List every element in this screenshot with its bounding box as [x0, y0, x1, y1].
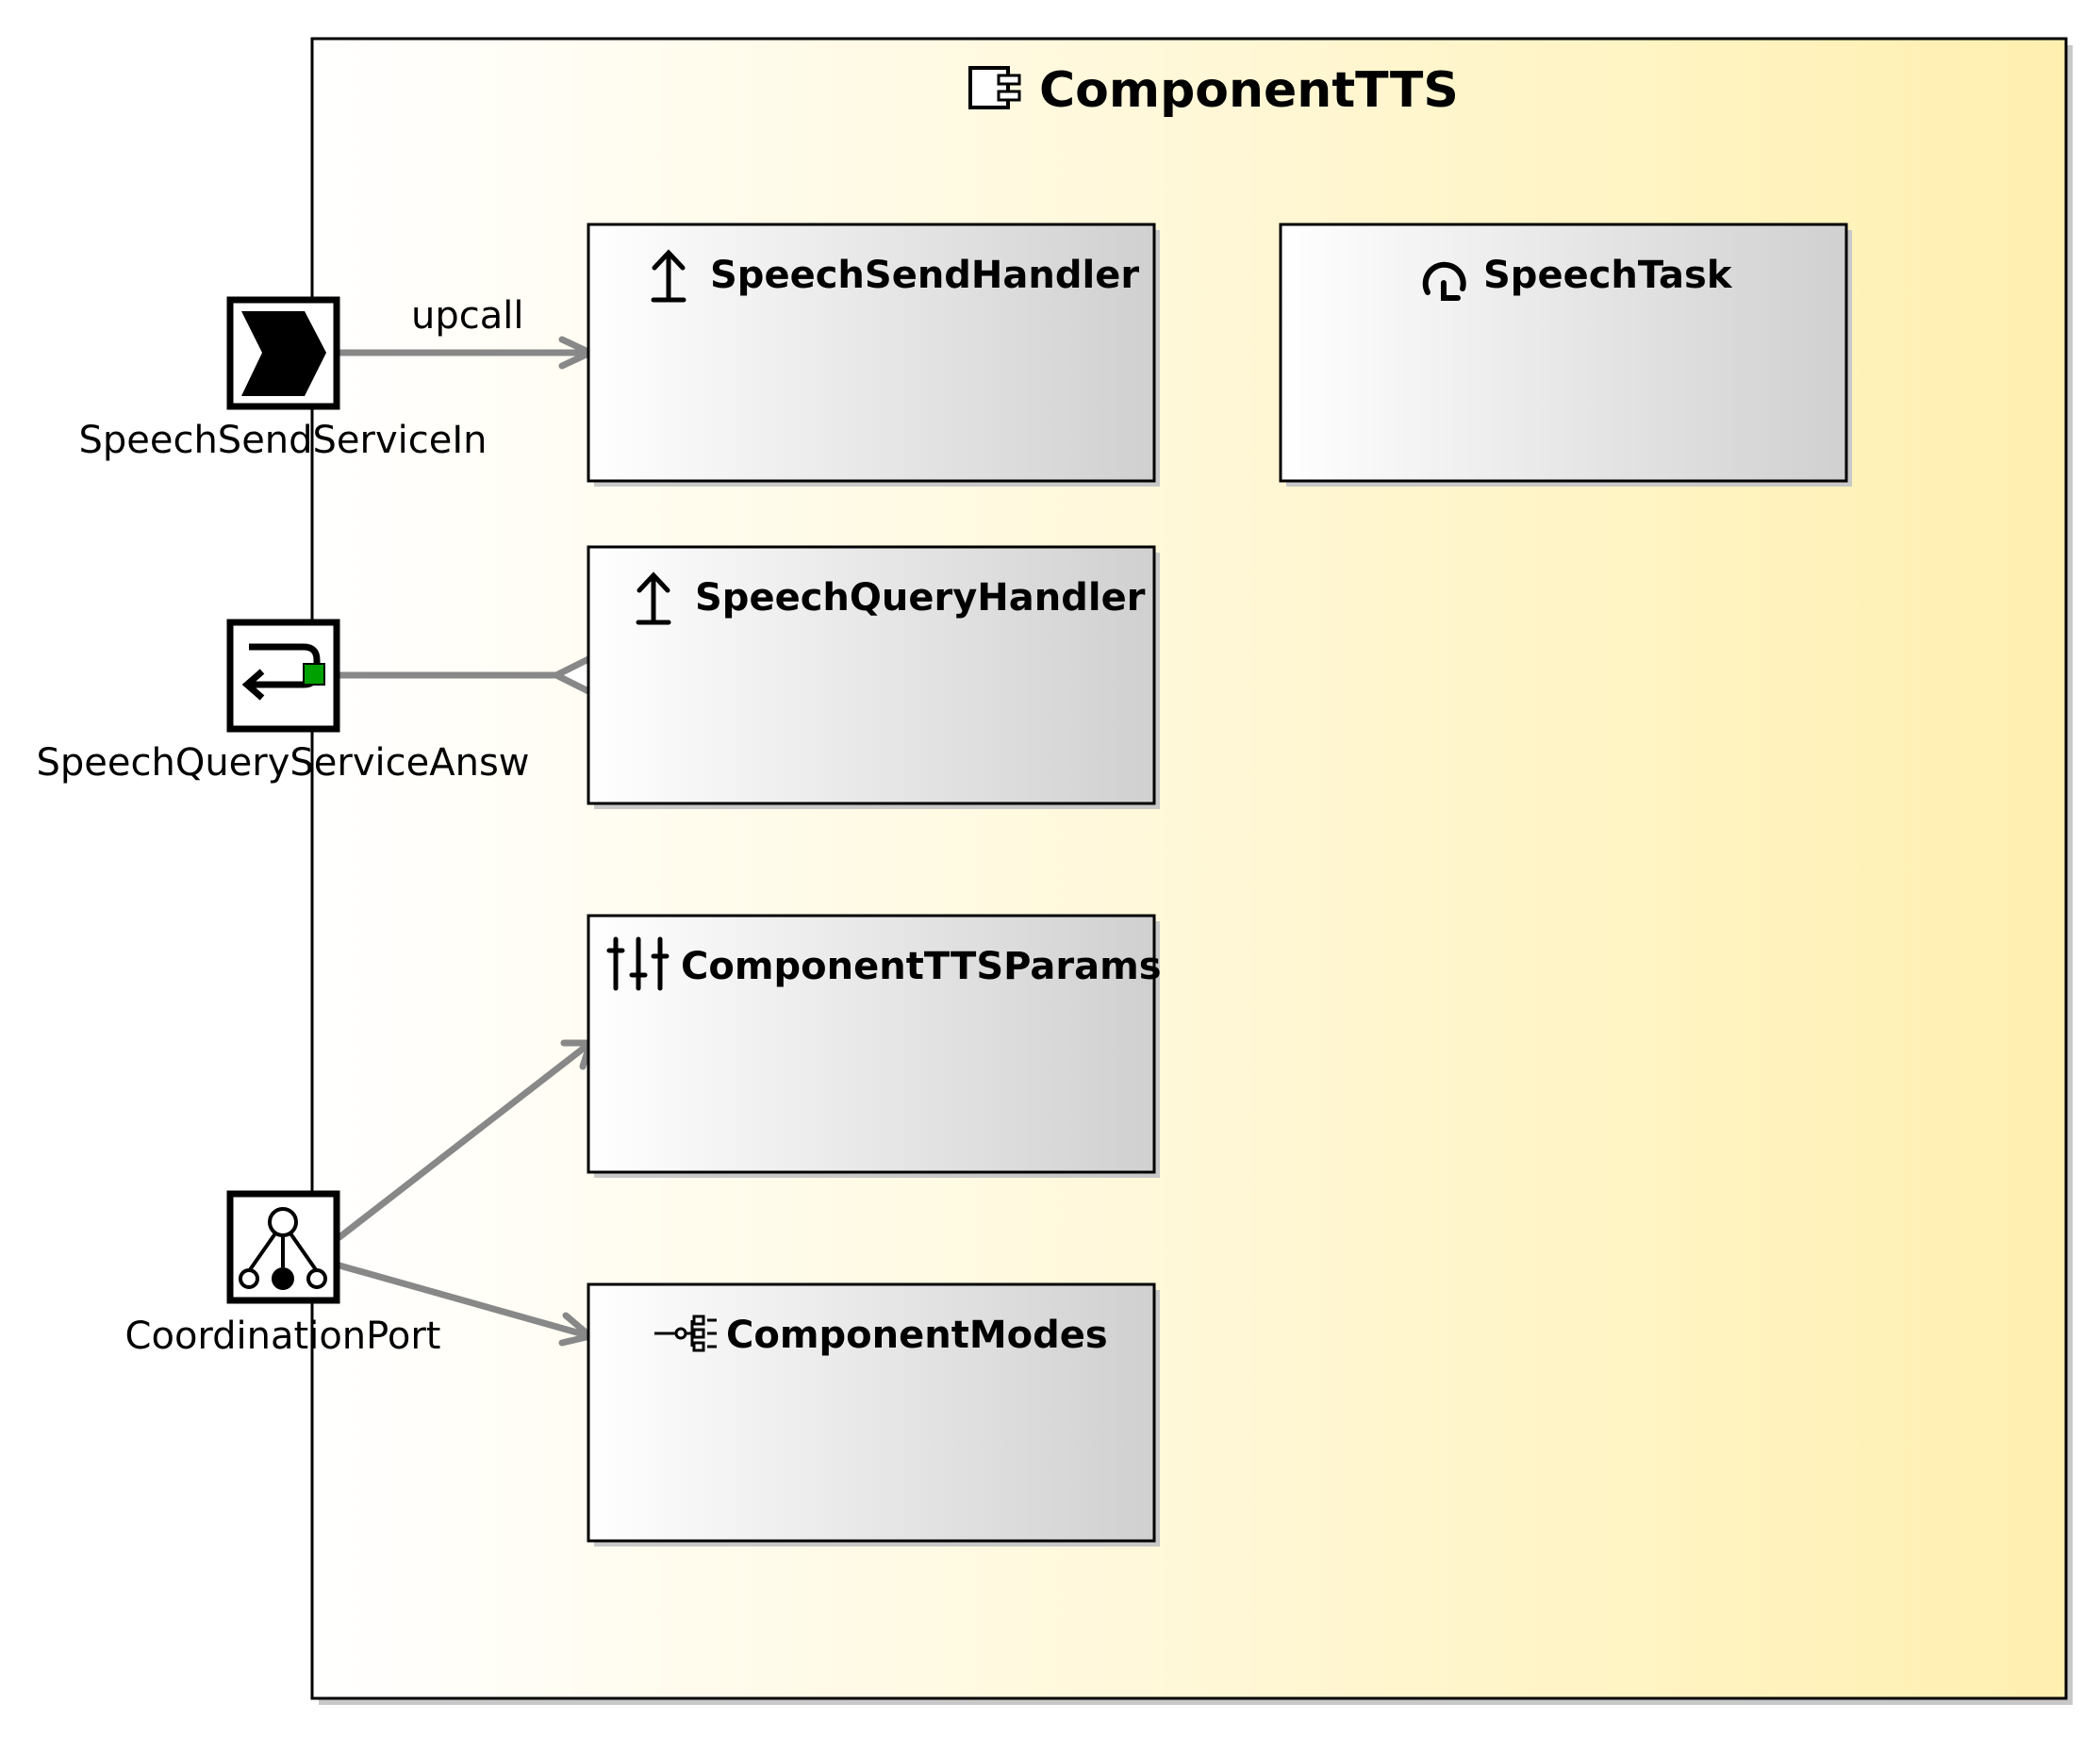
upcall-handler-icon — [651, 249, 686, 303]
mode-tree-icon — [654, 1315, 717, 1352]
port-label: SpeechSendServiceIn — [78, 419, 487, 462]
port-label: SpeechQueryServiceAnsw — [36, 741, 529, 785]
send-server-port-icon — [241, 311, 326, 396]
box-title: SpeechSendHandler — [710, 254, 1139, 297]
upcall-handler-icon — [636, 571, 671, 625]
port-speech-send-service-in[interactable]: SpeechSendServiceIn — [78, 296, 488, 462]
port-coordination-port[interactable]: CoordinationPort — [125, 1190, 441, 1358]
box-title: SpeechQueryHandler — [695, 576, 1146, 620]
edge-label-upcall: upcall — [411, 294, 523, 338]
component-icon — [968, 66, 1021, 109]
box-body — [587, 1282, 1156, 1543]
component-title: ComponentTTS — [1039, 62, 1459, 119]
query-server-port-icon — [241, 643, 325, 701]
box-speech-send-handler[interactable]: SpeechSendHandler — [587, 223, 1160, 487]
coordination-port-icon — [239, 1207, 327, 1290]
box-title: ComponentModes — [726, 1314, 1108, 1357]
box-component-modes[interactable]: ComponentModes — [587, 1282, 1160, 1547]
box-speech-task[interactable]: SpeechTask — [1279, 223, 1852, 487]
box-body — [1279, 223, 1848, 483]
component-header: ComponentTTS — [968, 62, 1459, 119]
parameter-sliders-icon — [606, 936, 670, 991]
port-label: CoordinationPort — [125, 1315, 441, 1358]
box-component-tts-params[interactable]: ComponentTTSParams — [587, 914, 1162, 1178]
box-title: ComponentTTSParams — [681, 945, 1162, 988]
box-speech-query-handler[interactable]: SpeechQueryHandler — [587, 545, 1160, 809]
box-body — [587, 545, 1156, 805]
task-loop-icon — [1422, 261, 1466, 301]
box-title: SpeechTask — [1483, 254, 1733, 297]
port-speech-query-service-answ[interactable]: SpeechQueryServiceAnsw — [36, 619, 530, 785]
box-body — [587, 914, 1156, 1174]
